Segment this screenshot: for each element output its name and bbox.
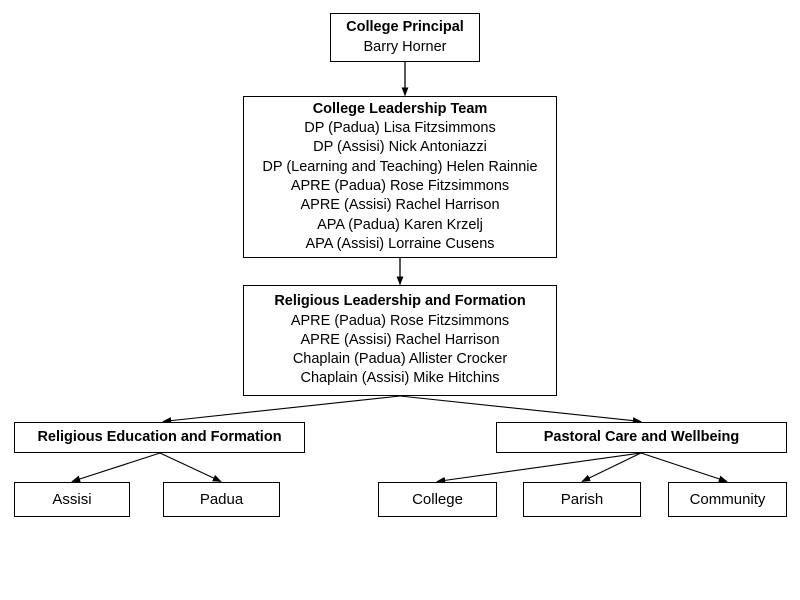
node-religious-leadership-and-formation[interactable]: Religious Leadership and Formation APRE … xyxy=(243,285,557,396)
node-college[interactable]: College xyxy=(378,482,497,517)
edge-pastoral-care-to-parish xyxy=(581,452,642,482)
node-member: DP (Padua) Lisa Fitzsimmons xyxy=(304,120,496,137)
node-label: Parish xyxy=(560,490,604,508)
node-title: College Leadership Team xyxy=(312,100,488,117)
edge-pastoral-care-to-community xyxy=(640,452,728,483)
edge-religious-leadership-to-religious-education xyxy=(162,395,401,425)
edge-pastoral-care-to-college xyxy=(436,452,642,484)
node-padua[interactable]: Padua xyxy=(163,482,280,517)
node-member: APRE (Assisi) Rachel Harrison xyxy=(300,197,500,214)
node-title: Pastoral Care and Wellbeing xyxy=(543,428,740,445)
node-community[interactable]: Community xyxy=(668,482,787,517)
node-member: Barry Horner xyxy=(363,38,447,55)
node-parish[interactable]: Parish xyxy=(523,482,641,517)
node-member: Chaplain (Assisi) Mike Hitchins xyxy=(300,370,500,387)
node-member: APA (Assisi) Lorraine Cusens xyxy=(305,235,495,252)
node-member: APRE (Padua) Rose Fitzsimmons xyxy=(290,312,510,329)
node-member: DP (Assisi) Nick Antoniazzi xyxy=(313,139,487,156)
node-religious-education-and-formation[interactable]: Religious Education and Formation xyxy=(14,422,305,453)
node-member: APA (Padua) Karen Krzelj xyxy=(317,216,483,233)
node-college-principal[interactable]: College Principal Barry Horner xyxy=(330,13,480,62)
node-title: Religious Leadership and Formation xyxy=(274,293,526,310)
node-label: College xyxy=(412,490,463,508)
edge-religious-education-to-padua xyxy=(159,452,222,482)
node-label: Padua xyxy=(199,490,244,508)
node-member: DP (Learning and Teaching) Helen Rainnie xyxy=(262,158,538,175)
edge-religious-leadership-to-pastoral-care xyxy=(399,395,642,425)
node-member: Chaplain (Padua) Allister Crocker xyxy=(292,351,508,368)
node-member: APRE (Assisi) Rachel Harrison xyxy=(300,331,500,348)
edge-religious-education-to-assisi xyxy=(71,452,161,483)
node-assisi[interactable]: Assisi xyxy=(14,482,130,517)
node-label: Community xyxy=(689,490,766,508)
node-title: College Principal xyxy=(346,19,464,36)
node-pastoral-care-and-wellbeing[interactable]: Pastoral Care and Wellbeing xyxy=(496,422,787,453)
node-college-leadership-team[interactable]: College Leadership Team DP (Padua) Lisa … xyxy=(243,96,557,258)
node-title: Religious Education and Formation xyxy=(37,428,282,445)
node-member: APRE (Padua) Rose Fitzsimmons xyxy=(290,178,510,194)
node-label: Assisi xyxy=(52,490,92,508)
